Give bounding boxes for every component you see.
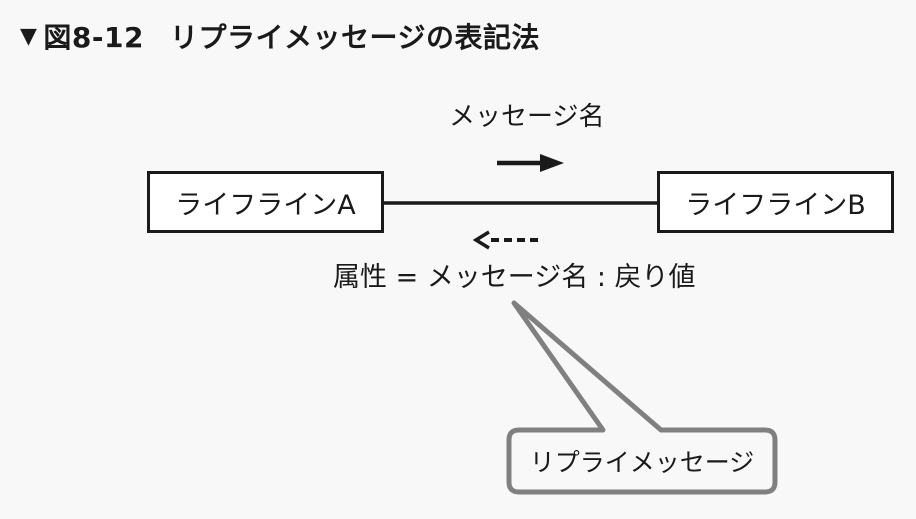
lifeline-b-box: ライフラインB xyxy=(657,171,894,233)
figure-number: 図8-12 xyxy=(43,21,144,54)
figure-title: ▼ 図8-12 リプライメッセージの表記法 xyxy=(20,16,540,56)
callout-bubble xyxy=(506,300,778,495)
lifeline-b-label: ライフラインB xyxy=(685,189,866,221)
message-name-label: メッセージ名 xyxy=(449,102,605,132)
lifeline-a-label: ライフラインA xyxy=(175,189,356,221)
callout-label: リプライメッセージ xyxy=(529,447,755,477)
reply-arrow-icon xyxy=(472,230,543,250)
reply-message-label: 属性 = メッセージ名 : 戻り値 xyxy=(333,262,696,293)
triangle-marker-icon: ▼ xyxy=(20,23,38,49)
figure-caption: リプライメッセージの表記法 xyxy=(170,21,540,54)
lifeline-a-box: ライフラインA xyxy=(147,171,384,233)
message-arrow-icon xyxy=(497,154,564,172)
